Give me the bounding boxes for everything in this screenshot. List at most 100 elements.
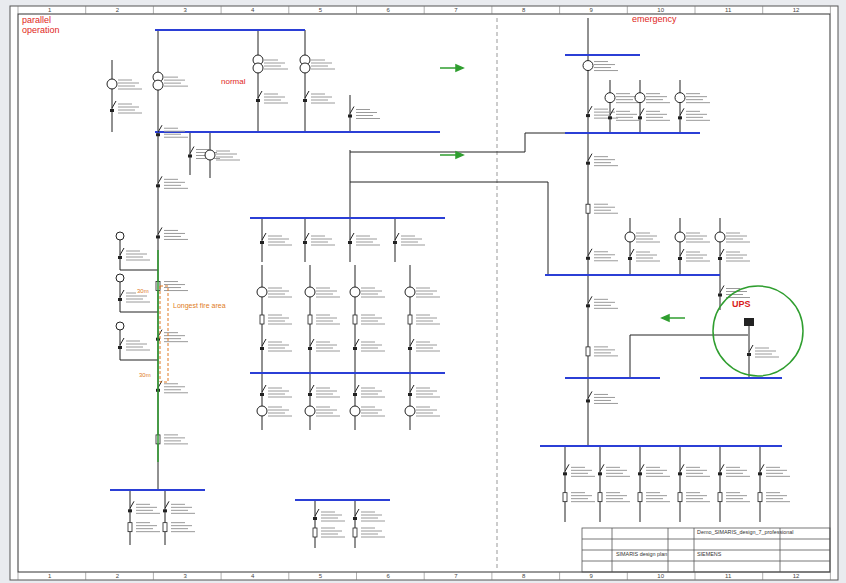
busbar: [565, 132, 700, 134]
column-ticks: [18, 6, 830, 580]
device-annotation: [268, 391, 289, 392]
device-annotation: [726, 242, 750, 243]
device-annotation: [268, 245, 292, 246]
device-annotation: [686, 233, 700, 234]
device-annotation: [361, 531, 382, 532]
device-annotation: [594, 355, 618, 356]
wire: [355, 373, 356, 430]
device-annotation: [268, 239, 289, 240]
device-annotation: [686, 492, 700, 493]
breaker-symbol: [163, 509, 167, 512]
device-annotation: [311, 242, 328, 243]
breaker-symbol: [680, 108, 684, 115]
device-annotation: [361, 391, 382, 392]
busbar: [155, 29, 305, 31]
column-tick: [221, 6, 222, 14]
device-annotation: [571, 473, 588, 474]
device-annotation: [416, 397, 440, 398]
fuse-symbol: [308, 315, 312, 324]
device-annotation: [686, 239, 703, 240]
wire: [112, 60, 113, 132]
device-annotation: [361, 288, 375, 289]
device-annotation: [726, 288, 740, 289]
device-annotation: [646, 114, 667, 115]
wire: [258, 30, 259, 132]
column-number: 5: [319, 573, 322, 580]
motor-symbol: [405, 406, 415, 416]
wire: [410, 373, 411, 430]
device-annotation: [164, 335, 185, 336]
breaker-symbol: [350, 107, 354, 114]
breaker-symbol: [118, 298, 122, 301]
device-annotation: [118, 80, 132, 81]
device-annotation: [264, 97, 285, 98]
device-annotation: [755, 354, 772, 355]
device-annotation: [361, 318, 382, 319]
device-annotation: [268, 242, 285, 243]
title-block: [582, 528, 830, 572]
column-number: 2: [116, 573, 119, 580]
device-annotation: [636, 239, 653, 240]
motor-symbol: [675, 232, 685, 242]
wire: [680, 446, 681, 522]
column-number: 3: [183, 7, 186, 14]
device-annotation: [321, 528, 335, 529]
wire: [640, 80, 641, 133]
breaker-symbol: [158, 227, 162, 234]
breaker-symbol: [110, 109, 114, 112]
breaker-symbol: [718, 472, 722, 475]
device-annotation: [171, 528, 188, 529]
device-annotation: [646, 501, 670, 502]
device-annotation: [616, 99, 633, 100]
device-annotation: [594, 260, 618, 261]
device-annotation: [416, 297, 440, 298]
breaker-symbol: [586, 162, 590, 165]
device-annotation: [686, 111, 700, 112]
device-annotation: [594, 302, 615, 303]
device-annotation: [361, 297, 385, 298]
device-annotation: [316, 410, 337, 411]
breaker-symbol: [588, 391, 592, 398]
device-annotation: [686, 252, 700, 253]
wire: [158, 30, 159, 490]
device-annotation: [726, 258, 743, 259]
wire: [588, 18, 589, 446]
device-annotation: [268, 407, 282, 408]
column-tick: [424, 572, 425, 580]
breaker-symbol: [628, 257, 632, 260]
column-tick: [424, 6, 425, 14]
breaker-symbol: [638, 116, 642, 119]
motor-symbol: [305, 287, 315, 297]
device-annotation: [594, 70, 618, 71]
device-annotation: [126, 260, 150, 261]
device-annotation: [594, 251, 608, 252]
fuse-symbol: [586, 347, 590, 356]
device-annotation: [264, 94, 278, 95]
device-annotation: [126, 341, 140, 342]
device-annotation: [686, 102, 710, 103]
device-annotation: [726, 467, 740, 468]
device-annotation: [268, 351, 292, 352]
device-annotation: [594, 346, 608, 347]
wire: [720, 446, 721, 522]
device-annotation: [766, 501, 790, 502]
column-number: 9: [590, 573, 593, 580]
breaker-symbol: [315, 509, 319, 516]
device-annotation: [311, 103, 335, 104]
wire: [680, 218, 681, 275]
device-annotation: [636, 258, 653, 259]
device-annotation: [646, 120, 670, 121]
device-annotation: [171, 513, 195, 514]
device-annotation: [766, 492, 780, 493]
device-annotation: [571, 470, 592, 471]
fuse-symbol: [260, 315, 264, 324]
device-annotation: [164, 230, 178, 231]
device-annotation: [356, 112, 377, 113]
column-number: 7: [454, 573, 457, 580]
device-annotation: [268, 413, 285, 414]
device-annotation: [264, 60, 278, 61]
device-annotation: [646, 102, 670, 103]
device-annotation: [726, 294, 743, 295]
device-annotation: [361, 345, 382, 346]
device-annotation: [361, 291, 382, 292]
